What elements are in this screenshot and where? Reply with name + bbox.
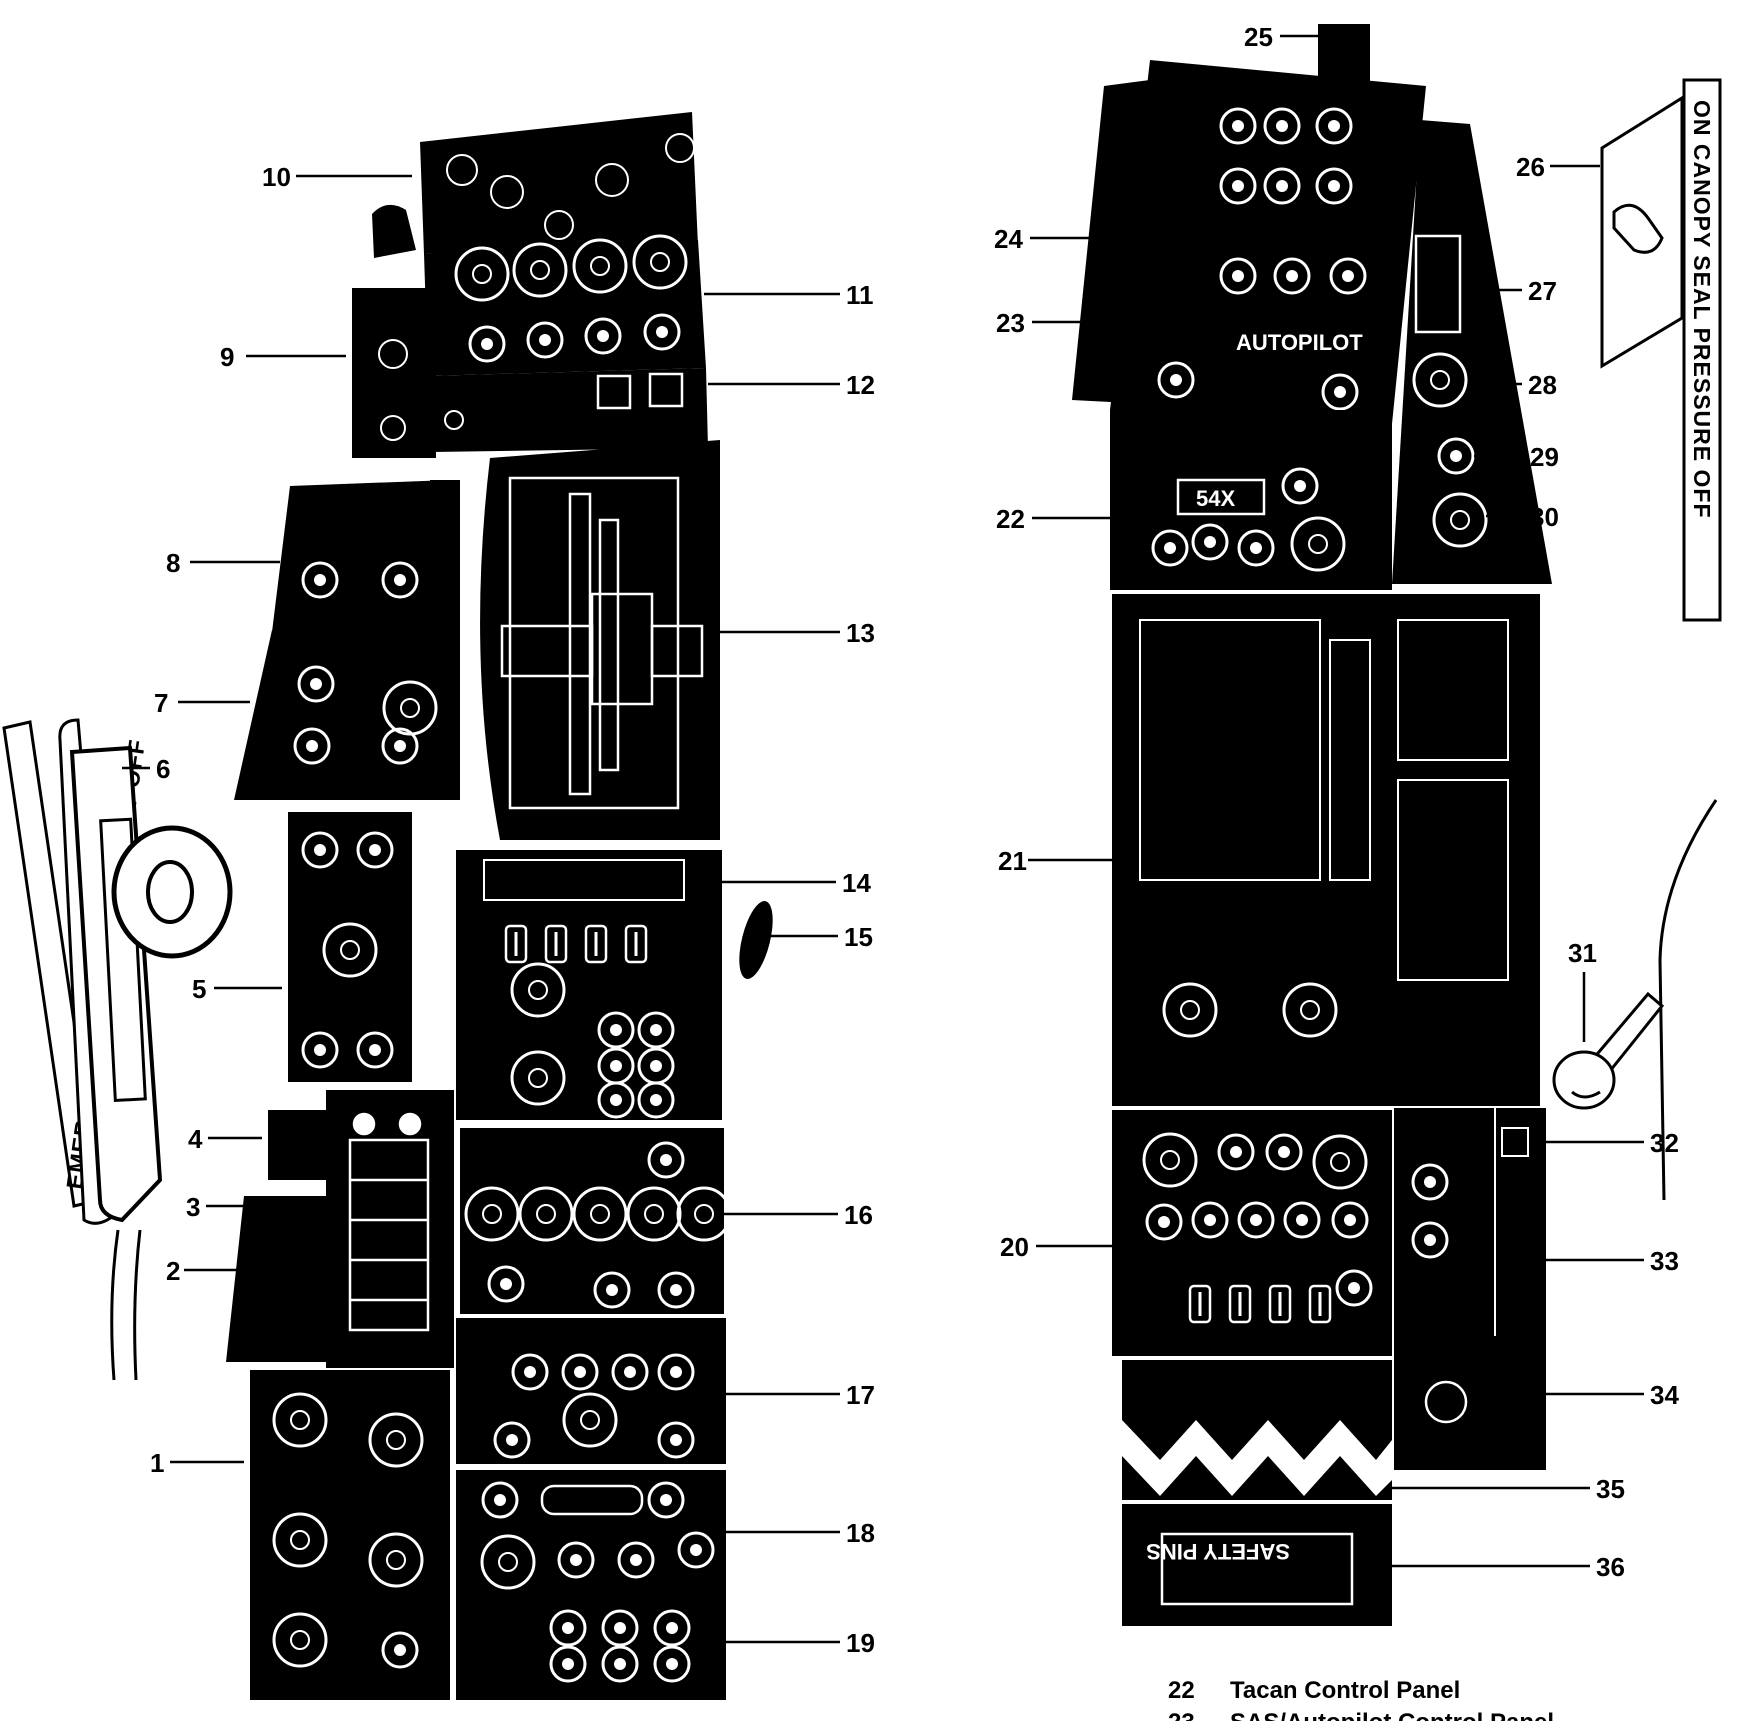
callout-13: 13	[846, 618, 875, 648]
panel-14	[456, 850, 722, 1120]
panel-16	[460, 1128, 724, 1314]
callout-25: 25	[1244, 22, 1273, 52]
callout-3: 3	[186, 1192, 200, 1222]
panel-19	[456, 1600, 726, 1700]
left-console: EMERGENCY COCKPIT AIR SHUT-OFF	[4, 112, 779, 1700]
callout-31: 31	[1568, 938, 1597, 968]
legend-text-22: Tacan Control Panel	[1230, 1677, 1460, 1704]
callout-15: 15	[844, 922, 873, 952]
panel-1	[250, 1370, 450, 1700]
panel-8	[272, 480, 454, 632]
panel-34	[1394, 1336, 1546, 1470]
handle-knob[interactable]	[114, 828, 230, 956]
callout-10: 10	[262, 162, 291, 192]
callout-12: 12	[846, 370, 875, 400]
legend: 22 Tacan Control Panel 23 SAS/Autopilot …	[1168, 1677, 1554, 1721]
callout-1: 1	[150, 1448, 164, 1478]
callout-21: 21	[998, 846, 1027, 876]
autopilot-label: AUTOPILOT	[1236, 330, 1363, 355]
callout-20: 20	[1000, 1232, 1029, 1262]
callout-7: 7	[154, 688, 168, 718]
callout-4: 4	[188, 1124, 203, 1154]
callout-33: 33	[1650, 1246, 1679, 1276]
panel-12	[428, 368, 708, 452]
panel-7	[234, 630, 458, 800]
callout-35: 35	[1596, 1474, 1625, 1504]
legend-num-23: 23	[1168, 1709, 1195, 1721]
callout-18: 18	[846, 1518, 875, 1548]
item-25[interactable]	[1318, 24, 1370, 84]
panel-10	[420, 112, 698, 254]
callout-16: 16	[844, 1200, 873, 1230]
canopy-seal-label: ON CANOPY SEAL PRESSURE OFF	[1689, 100, 1715, 519]
callout-27: 27	[1528, 276, 1557, 306]
callout-17: 17	[846, 1380, 875, 1410]
callout-23: 23	[996, 308, 1025, 338]
safety-pins-label: SAFETY PINS	[1146, 1539, 1290, 1564]
emergency-air-handle[interactable]: EMERGENCY COCKPIT AIR SHUT-OFF	[4, 720, 230, 1380]
right-console: AUTOPILOT 54X SAF	[1072, 24, 1720, 1626]
panel-9	[352, 288, 436, 458]
item-15[interactable]	[733, 898, 780, 982]
callout-19: 19	[846, 1628, 875, 1658]
callout-14: 14	[842, 868, 871, 898]
legend-num-22: 22	[1168, 1677, 1195, 1704]
callout-30: 30	[1530, 502, 1559, 532]
panel-27	[1392, 120, 1552, 584]
callout-8: 8	[166, 548, 180, 578]
lever-31[interactable]	[1554, 800, 1716, 1200]
callout-34: 34	[1650, 1380, 1679, 1410]
callout-32: 32	[1650, 1128, 1679, 1158]
callout-24: 24	[994, 224, 1023, 254]
panel-4	[268, 1110, 328, 1180]
callout-26: 26	[1516, 152, 1545, 182]
callout-9: 9	[220, 342, 234, 372]
callout-5: 5	[192, 974, 206, 1004]
panel-3	[326, 1090, 454, 1368]
callout-2: 2	[166, 1256, 180, 1286]
callout-36: 36	[1596, 1552, 1625, 1582]
panel-2	[226, 1196, 326, 1362]
callout-6: 6	[156, 754, 170, 784]
panel-33	[1394, 1108, 1494, 1336]
tacan-channel-readout: 54X	[1196, 486, 1235, 511]
callout-11: 11	[846, 280, 874, 310]
callout-29: 29	[1530, 442, 1559, 472]
callout-22: 22	[996, 504, 1025, 534]
callout-28: 28	[1528, 370, 1557, 400]
legend-text-23: SAS/Autopilot Control Panel	[1230, 1709, 1554, 1721]
